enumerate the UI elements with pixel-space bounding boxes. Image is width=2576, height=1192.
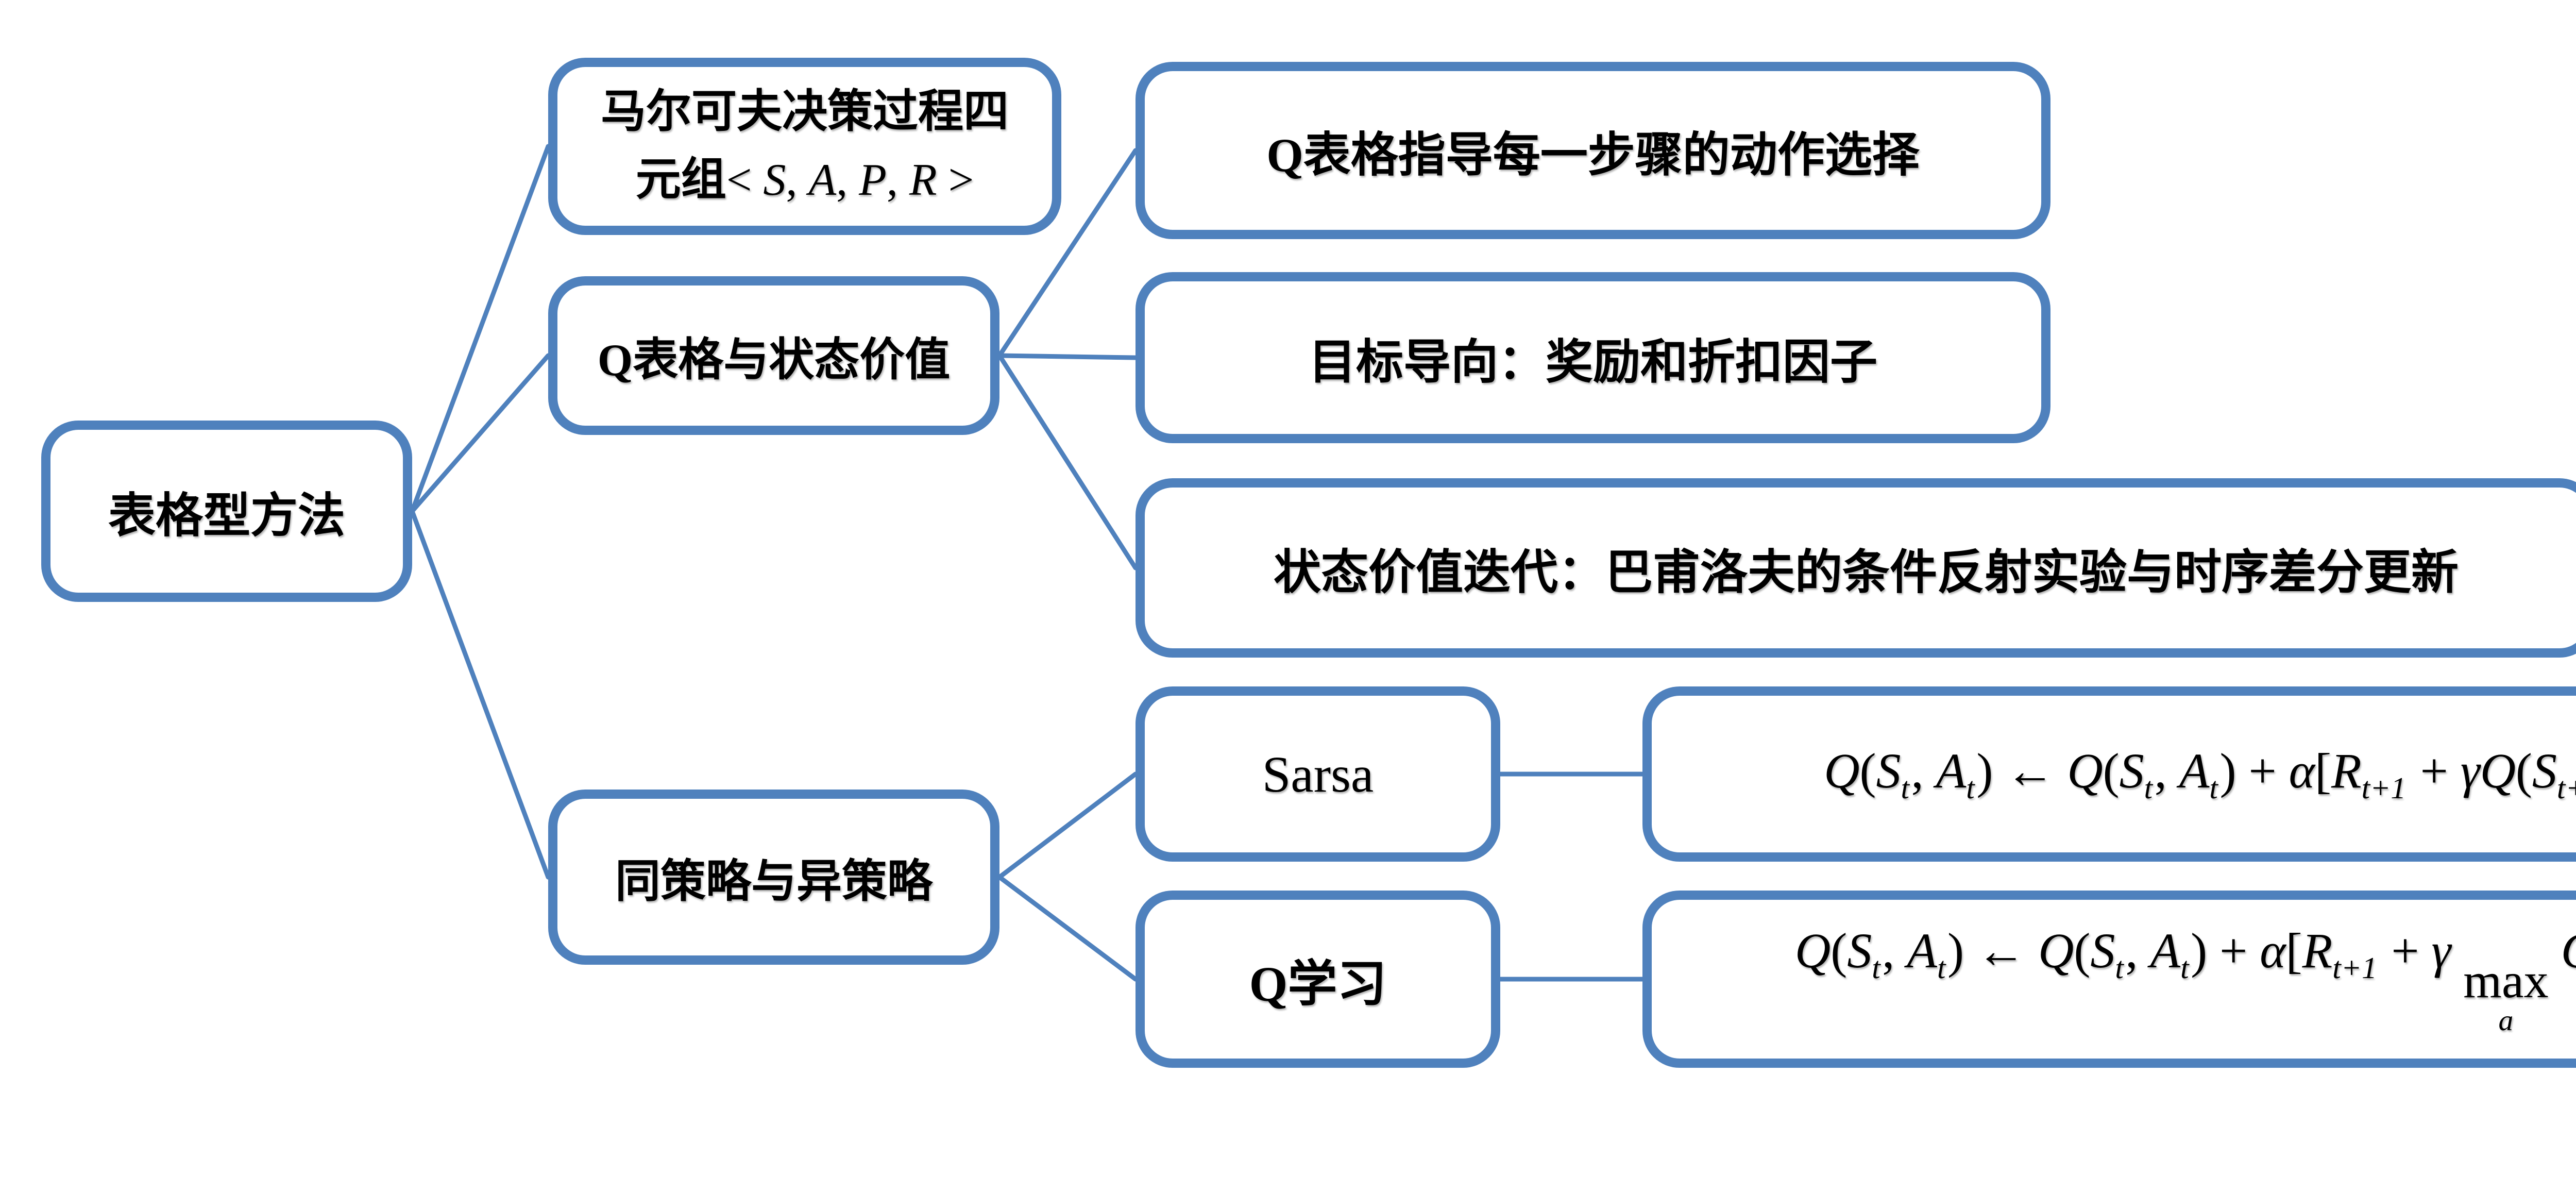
connector-policy-to-sarsa (997, 771, 1138, 880)
node-sarsa-update-formula: Q(St, At) ← Q(St, At) + α[Rt+1 + γQ(St+1… (1642, 686, 2576, 862)
node-qtable-state-value: Q表格与状态价值 (548, 276, 999, 435)
node-tabular-methods: 表格型方法 (41, 421, 412, 602)
node-state-value-iteration-label: 状态价值迭代：巴甫洛夫的条件反射实验与时序差分更新 (1273, 546, 2459, 599)
node-qtable-guides-actions-label: Q表格指导每一步骤的动作选择 (1266, 128, 1920, 181)
node-state-value-iteration: 状态价值迭代：巴甫洛夫的条件反射实验与时序差分更新 (1136, 478, 2576, 658)
connector-qtable-to-statevalue (997, 353, 1138, 570)
sarsa-update-formula: Q(St, At) ← Q(St, At) + α[Rt+1 + γQ(St+1… (1824, 743, 2576, 805)
node-q-learning: Q学习 (1136, 891, 1500, 1068)
node-sarsa-label: Sarsa (1262, 745, 1374, 803)
node-qtable-state-value-label: Q表格与状态价值 (597, 335, 951, 385)
node-goal-oriented: 目标导向：奖励和折扣因子 (1136, 272, 2050, 443)
connector-root-to-qtable (410, 353, 551, 514)
node-goal-oriented-label: 目标导向：奖励和折扣因子 (1308, 335, 1877, 389)
connector-qtable-to-goal (997, 353, 1138, 360)
node-q-learning-label: Q学习 (1249, 956, 1387, 1012)
node-on-policy-off-policy: 同策略与异策略 (548, 790, 999, 965)
connector-qtable-to-guide (997, 148, 1138, 358)
node-mdp-tuple: 马尔可夫决策过程四元组< S, A, P, R > (548, 58, 1061, 235)
connector-root-to-mdp (410, 144, 551, 514)
node-qtable-guides-actions: Q表格指导每一步骤的动作选择 (1136, 62, 2050, 239)
node-tabular-methods-label: 表格型方法 (108, 489, 345, 542)
node-on-policy-off-policy-label: 同策略与异策略 (615, 857, 933, 907)
node-mdp-tuple-label: 马尔可夫决策过程四元组< S, A, P, R > (600, 87, 1009, 205)
node-sarsa: Sarsa (1136, 686, 1500, 862)
connector-policy-to-qlearning (997, 875, 1138, 982)
connector-root-to-policy (410, 509, 551, 880)
